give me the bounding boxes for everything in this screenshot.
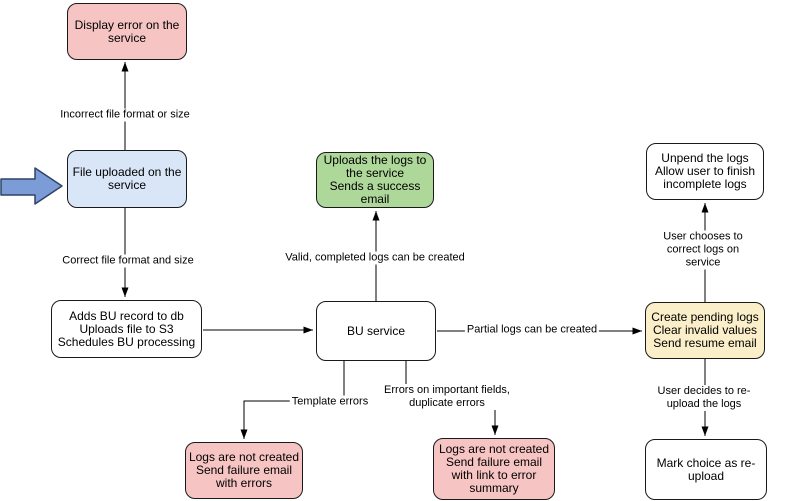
node-logs-not-created-errors[interactable]: Logs are not created Send failure email … xyxy=(185,442,303,499)
node-create-pending-logs[interactable]: Create pending logs Clear invalid values… xyxy=(645,302,765,359)
edge-label-important-errors: Errors on important fields, duplicate er… xyxy=(382,384,512,410)
edge-label-user-reuploads: User decides to re-upload the logs xyxy=(655,385,753,411)
node-adds-bu-record[interactable]: Adds BU record to db Uploads file to S3 … xyxy=(51,300,202,358)
node-logs-not-created-summary[interactable]: Logs are not created Send failure email … xyxy=(433,438,555,500)
node-unpend-logs[interactable]: Unpend the logs Allow user to finish inc… xyxy=(646,143,764,200)
edge-label-incorrect-file: Incorrect file format or size xyxy=(58,108,192,122)
edge-label-template-errors: Template errors xyxy=(289,395,371,409)
node-display-error[interactable]: Display error on the service xyxy=(67,3,187,60)
node-uploads-logs[interactable]: Uploads the logs to the service Sends a … xyxy=(316,152,434,208)
edge-label-partial-logs: Partial logs can be created xyxy=(464,323,600,337)
edge-label-correct-file: Correct file format and size xyxy=(60,254,196,268)
node-mark-reupload[interactable]: Mark choice as re- upload xyxy=(645,439,767,500)
entry-arrow-icon xyxy=(0,167,63,205)
edge-label-valid-logs: Valid, completed logs can be created xyxy=(283,251,467,265)
node-bu-service[interactable]: BU service xyxy=(316,301,436,361)
edge-label-user-corrects: User chooses to correct logs on service xyxy=(654,230,752,270)
node-file-uploaded[interactable]: File uploaded on the service xyxy=(67,150,187,208)
